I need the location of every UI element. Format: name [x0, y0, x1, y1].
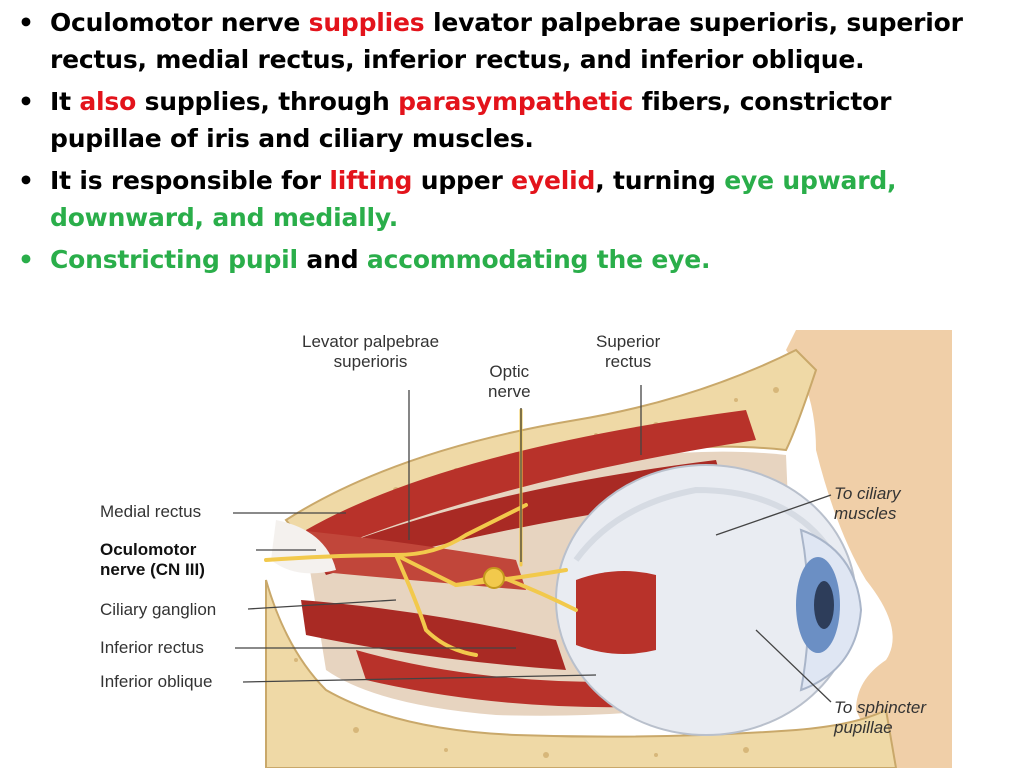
bullet-text-segment: Oculomotor nerve	[50, 8, 309, 37]
oculomotor-nerve-trunk	[264, 503, 528, 562]
label-ciliary-ganglion: Ciliary ganglion	[100, 600, 217, 619]
medial-rectus-muscle	[296, 530, 526, 590]
bullet-text-segment: supplies, through	[136, 87, 399, 116]
bullet-text-segment: eyelid	[511, 166, 596, 195]
bullet-text-segment: lifting	[329, 166, 413, 195]
label-optic-nerve: Optic nerve	[488, 362, 531, 401]
bullet-text-segment: accommodating the eye.	[366, 245, 711, 274]
eye-anatomy-illustration	[233, 330, 952, 768]
bullet-text-segment: upper	[412, 166, 512, 195]
label-levator-palpebrae: Levator palpebrae superioris	[302, 332, 440, 371]
face-profile	[786, 330, 952, 768]
label-superior-rectus: Superior rectus	[596, 332, 661, 371]
bullet-text-segment: fibers, constrictor pupillae of iris and…	[50, 87, 892, 153]
label-oculomotor-nerve: Oculomotor nerve (CN III)	[100, 540, 205, 579]
bullet-text-segment: parasympathetic	[398, 87, 634, 116]
label-inferior-oblique: Inferior oblique	[100, 672, 213, 691]
ciliary-ganglion	[483, 567, 505, 589]
bullet-text-segment: It	[50, 87, 80, 116]
label-to-sphincter-pupillae: To sphincter pupillae	[834, 698, 926, 737]
bullet-text-segment: Constricting pupil	[50, 245, 298, 274]
bullet-text-segment: eye upward, downward, and medially.	[50, 166, 897, 232]
eye-anatomy-figure: Levator palpebrae superioris Optic nerve…	[96, 330, 952, 768]
bullet-text-segment: levator palpebrae superioris, superior r…	[50, 8, 963, 74]
bullet-item: It is responsible for lifting upper eyel…	[0, 162, 1000, 236]
bullet-item: Oculomotor nerve supplies levator palpeb…	[0, 4, 1000, 78]
bullet-text-segment: , turning	[595, 166, 725, 195]
bullet-item: It also supplies, through parasympatheti…	[0, 83, 1000, 157]
bullet-text-segment: supplies	[308, 8, 425, 37]
bullet-text-segment: also	[79, 87, 137, 116]
label-medial-rectus: Medial rectus	[100, 502, 202, 521]
bullet-text-segment: It is responsible for	[50, 166, 330, 195]
levator-muscle	[306, 410, 756, 555]
label-to-ciliary-muscles: To ciliary muscles	[834, 484, 901, 523]
bullet-text-segment: and	[297, 245, 367, 274]
bullet-list: Oculomotor nerve supplies levator palpeb…	[0, 4, 1000, 283]
bullet-item: Constricting pupil and accommodating the…	[0, 241, 1000, 278]
orbital-floor-bone	[265, 579, 898, 768]
label-inferior-rectus: Inferior rectus	[100, 638, 204, 657]
